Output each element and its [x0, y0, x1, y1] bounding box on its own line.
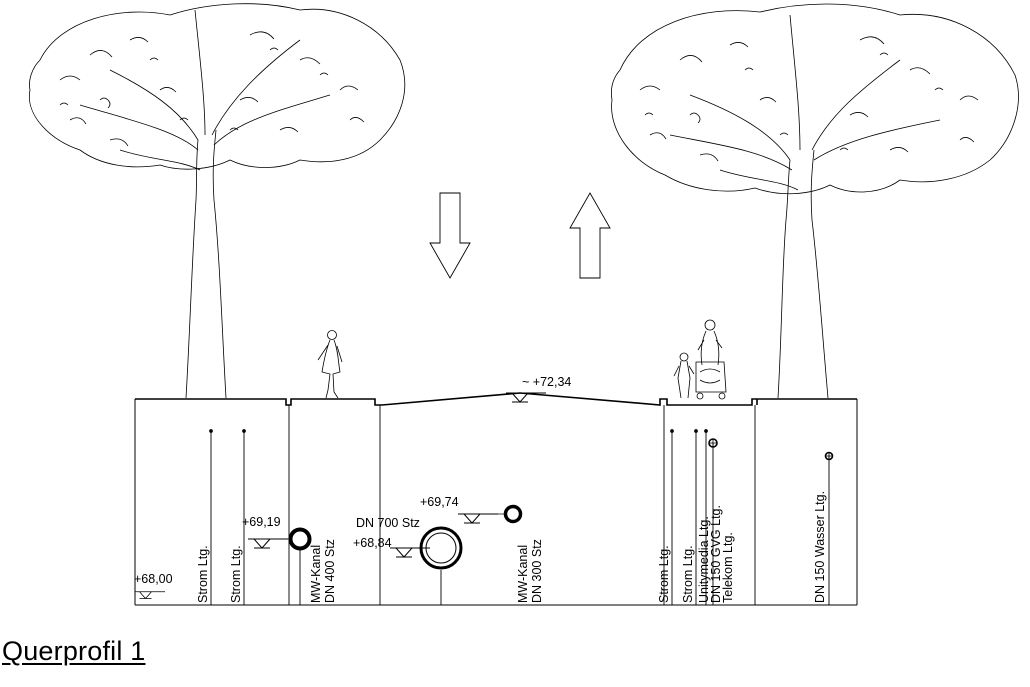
elevation-road-crown: ~ +72,34 — [522, 375, 571, 389]
label-mw-kanal-1: MW-Kanal — [309, 545, 323, 603]
label-strom-1: Strom Ltg. — [196, 545, 210, 603]
label-strom-3: Strom Ltg. — [657, 545, 671, 603]
pipe-gvg — [708, 438, 718, 448]
utility-lines — [209, 405, 830, 605]
pipe-label-dn700: DN 700 Stz — [356, 516, 420, 530]
elevation-marker — [457, 513, 499, 524]
ground-profile — [134, 392, 858, 606]
pipe-mw-kanal-dn300 — [503, 504, 523, 524]
elevation-marker — [134, 591, 166, 599]
label-telekom: Telekom Ltg. — [721, 532, 735, 603]
family-stroller-icon — [673, 319, 727, 400]
elevation-center-small-pipe: +69,74 — [420, 495, 459, 509]
label-wasser: DN 150 Wasser Ltg. — [813, 491, 827, 603]
label-dn300: DN 300 Stz — [530, 539, 544, 603]
pipe-wasser — [824, 451, 834, 461]
pipe-mw-kanal-dn400 — [288, 527, 312, 551]
tree-icon — [611, 3, 1019, 399]
label-gvg: DN 150 GVG Ltg. — [709, 505, 723, 603]
label-strom-4: Strom Ltg. — [681, 545, 695, 603]
arrow-down-icon — [429, 192, 471, 279]
label-dn400: DN 400 Stz — [323, 539, 337, 603]
drawing-title: Querprofil 1 — [2, 636, 146, 666]
pedestrian-icon — [317, 330, 343, 399]
arrow-up-icon — [569, 192, 611, 279]
elevation-marker — [247, 538, 289, 549]
elevation-center-big-pipe: +68,84 — [353, 536, 392, 550]
label-strom-2: Strom Ltg. — [229, 545, 243, 603]
elevation-base: +68,00 — [134, 572, 173, 586]
label-mw-kanal-2: MW-Kanal — [516, 545, 530, 603]
tree-icon — [28, 3, 406, 399]
label-unitymedia: Unitymedia Ltg. — [697, 516, 711, 603]
elevation-left-pipe: +69,19 — [242, 515, 281, 529]
